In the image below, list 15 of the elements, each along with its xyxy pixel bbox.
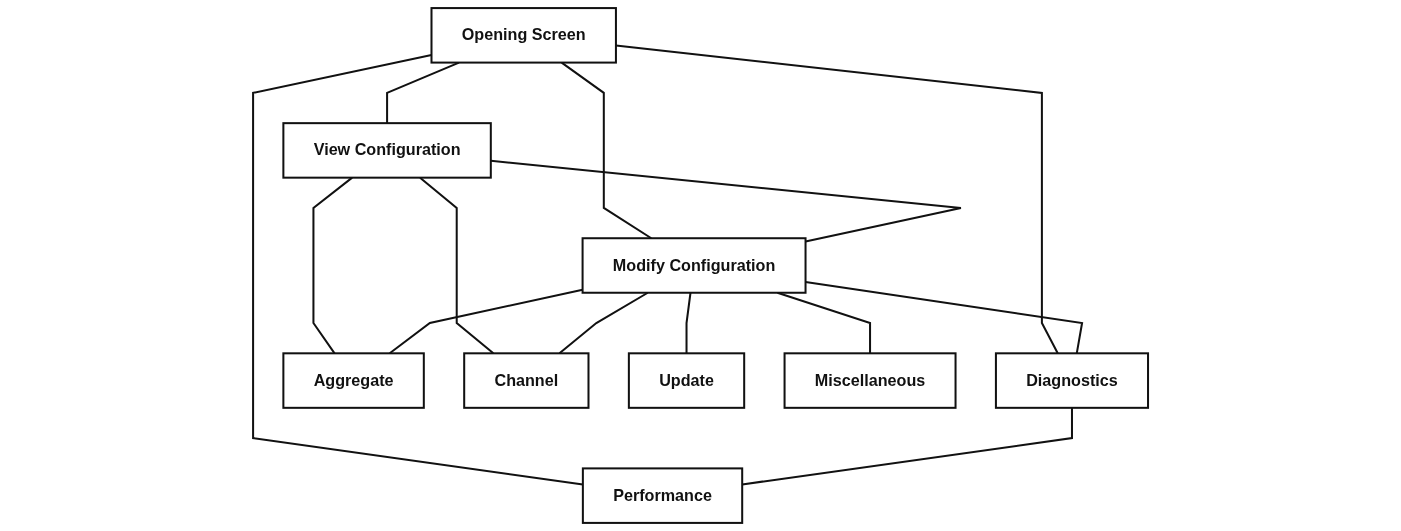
node-box: Opening Screen [430,7,617,64]
node-box: Performance [581,467,744,524]
connector [252,53,583,486]
connector [615,44,1059,354]
node-box: Miscellaneous [783,352,957,409]
node-box: Aggregate [282,352,425,409]
connector [685,292,692,354]
node-box: Modify Configuration [581,237,807,294]
node-box: View Configuration [282,122,492,179]
node-box: Update [627,352,746,409]
node-box: Diagnostics [994,352,1149,409]
connector [805,281,1084,354]
node-box: Channel [463,352,590,409]
connector [742,407,1073,486]
connector [490,159,962,243]
